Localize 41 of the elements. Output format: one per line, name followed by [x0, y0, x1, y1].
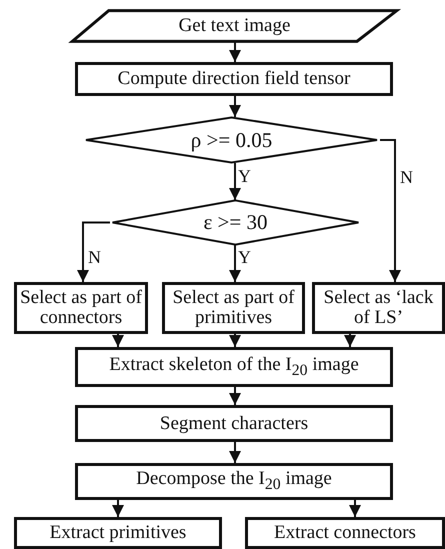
arrow	[77, 222, 110, 282]
node-text: ρ >= 0.05	[190, 128, 274, 152]
node-text: ε >= 30	[202, 211, 268, 234]
edge-label: N	[88, 248, 101, 266]
process-box	[162, 282, 305, 334]
node-text: Decompose the I$_{20}$ image	[135, 469, 333, 494]
process-box	[14, 282, 148, 334]
arrow	[112, 500, 124, 517]
decision-diamond	[83, 117, 380, 163]
arrow	[349, 500, 361, 517]
arrow	[229, 387, 241, 405]
process-box	[75, 62, 393, 96]
decision-diamond	[110, 200, 361, 245]
process-box	[245, 517, 445, 549]
node-text: Extract skeleton of the I$_{20}$ image	[108, 354, 360, 380]
process-box	[75, 347, 393, 387]
edge-label: N	[400, 168, 413, 186]
node-text: Segment characters	[158, 414, 310, 434]
node-text: Compute direction field tensor	[116, 69, 352, 89]
arrow	[229, 96, 241, 117]
arrow	[229, 334, 241, 347]
process-box	[14, 517, 222, 549]
node-text: Select as ‘lack of LS’	[322, 288, 434, 328]
arrow	[112, 334, 124, 347]
arrow	[229, 42, 241, 62]
edge-label: Y	[238, 248, 251, 266]
process-box	[75, 463, 393, 500]
arrow	[344, 334, 356, 347]
node-text: Extract connectors	[273, 523, 417, 543]
process-box	[75, 405, 393, 442]
input-parallelogram	[69, 10, 400, 42]
arrow	[229, 245, 241, 282]
node-text: Get text image	[178, 16, 292, 36]
process-box	[312, 282, 445, 334]
node-text: Select as part of primitives	[172, 288, 296, 328]
edge-label: Y	[238, 167, 251, 185]
node-text: Select as part of connectors	[19, 288, 143, 328]
arrow	[380, 139, 401, 282]
arrow	[229, 442, 241, 463]
node-text: Extract primitives	[48, 523, 188, 543]
arrow	[229, 163, 241, 200]
